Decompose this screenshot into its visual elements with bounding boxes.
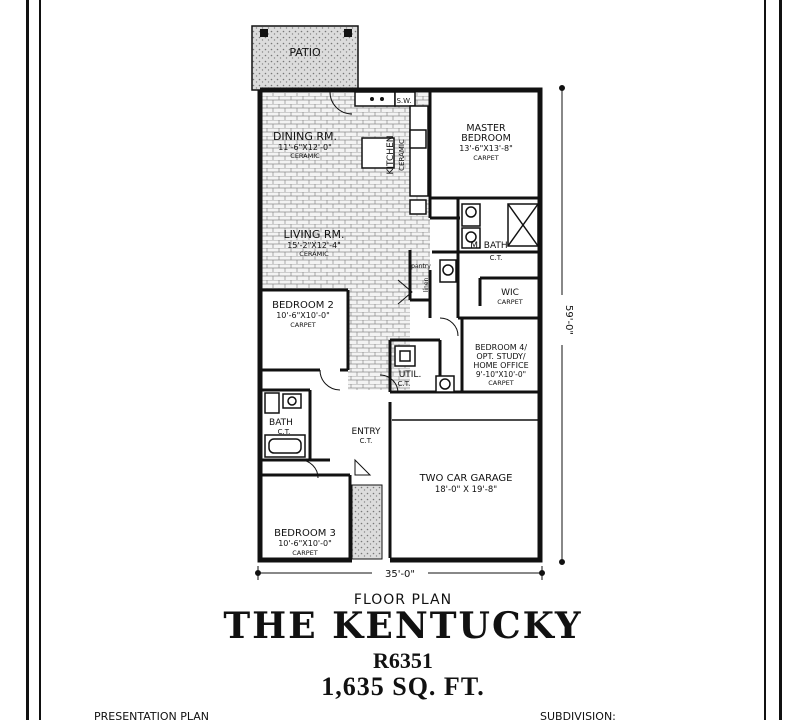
label-patio: PATIO [289,46,321,59]
finish-entry: C.T. [360,437,373,445]
finish-wic: CARPET [497,298,523,306]
finish-bed2: CARPET [290,321,316,329]
size-bed2: 10'-6"X10'-0" [276,311,330,320]
label-bed4-2: OPT. STUDY/ [476,352,526,361]
finish-kitchen: CERAMIC [398,139,406,171]
exterior-wall [257,87,543,563]
sink-icon [370,97,384,101]
size-bed3: 10'-6"X10'-0" [278,539,332,548]
finish-util: C.T. [398,380,411,388]
label-dining: DINING RM. [273,130,337,143]
footer-subdivision: SUBDIVISION: [540,710,616,723]
door-swings [299,91,459,479]
label-master-1: MASTER [466,123,506,134]
label-bed2: BEDROOM 2 [272,300,334,311]
dimension-depth: 59'-0" [563,305,574,335]
finish-mbath: C.T. [490,254,503,262]
frame-right-inner [764,0,766,720]
label-garage: TWO CAR GARAGE [419,473,513,484]
finish-bed4: CARPET [488,379,514,387]
finish-living: CERAMIC [299,250,329,258]
size-master: 13'-6"X13'-8" [459,144,513,153]
finish-bath: C.T. [278,428,291,436]
dimension-depth-mask [555,295,569,345]
entry-walkway [351,484,383,560]
patio-post-right [344,29,352,37]
label-living: LIVING RM. [283,228,344,241]
label-linen: linen [423,277,430,292]
utility-fixtures [394,259,457,393]
size-garage: 18'-0" X 19'-8" [435,485,497,495]
label-util: UTIL. [399,370,422,380]
label-wic: WIC [501,288,519,298]
dimension-width-mask [372,566,428,580]
label-master-2: BEDROOM [461,133,511,144]
label-sw: S.W. [396,97,411,105]
patio-post-left [260,29,268,37]
label-bath: BATH [269,418,293,428]
hall-bath-fixtures [264,392,306,458]
label-bed3: BEDROOM 3 [274,528,336,539]
master-bath-fixtures [461,203,539,249]
interior-walls [262,92,540,560]
frame-left-inner [39,0,41,720]
size-living: 15'-2"X12'-4" [287,241,341,250]
plan-name: THE KENTUCKY [223,605,583,647]
label-pantry: pantry [411,263,431,270]
plan-code: R6351 [373,648,433,673]
dimension-width: 35'-0" [385,569,415,580]
label-mbath: M. BATH [470,241,507,251]
label-bed4-1: BEDROOM 4/ [475,343,527,352]
label-entry: ENTRY [351,427,381,437]
label-bed4-3: HOME OFFICE [473,361,528,370]
finish-master: CARPET [473,154,499,162]
finish-dining: CERAMIC [290,152,320,160]
plan-area: 1,635 SQ. FT. [321,672,485,701]
floor-plan: PATIO DINING RM. 11'-6"X12'-0" CERAMIC K… [251,25,574,580]
plan-subtitle: FLOOR PLAN [353,592,453,608]
size-dining: 11'-6"X12'-0" [278,143,332,152]
label-kitchen: KITCHEN [386,136,396,175]
footer-presentation-plan: PRESENTATION PLAN [94,710,210,723]
finish-bed3: CARPET [292,549,318,557]
frame-right-outer [779,0,782,720]
frame-left-outer [26,0,29,720]
size-bed4: 9'-10"X10'-0" [476,370,526,379]
kitchen-counters [354,91,429,215]
